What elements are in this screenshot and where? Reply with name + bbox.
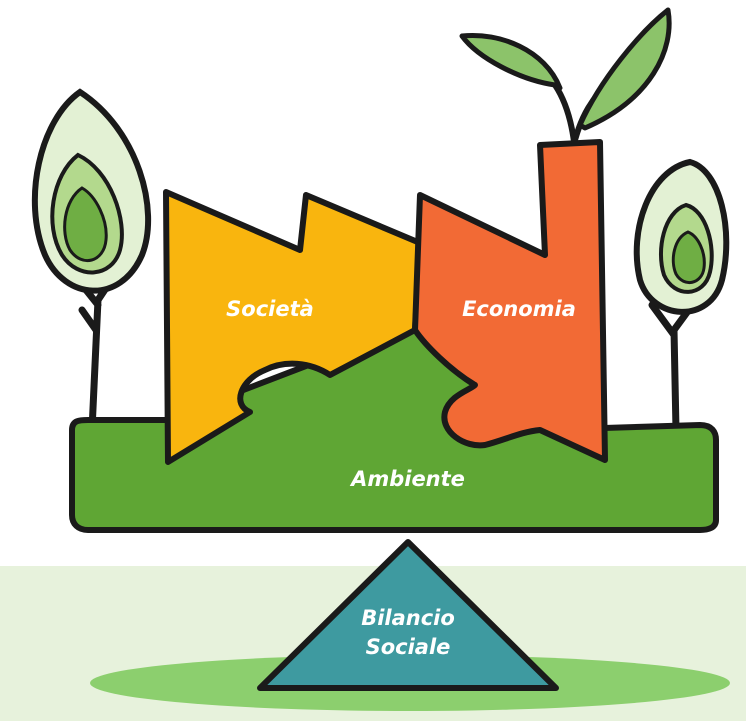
society-label: Società	[226, 297, 314, 321]
environment-label: Ambiente	[349, 467, 465, 491]
tree-icon	[633, 158, 730, 434]
base-label-line2: Sociale	[366, 635, 451, 659]
environment-piece	[69, 327, 719, 533]
balance-base	[257, 539, 559, 691]
base-label-line1: Bilancio	[361, 606, 455, 630]
society-piece	[163, 189, 423, 465]
sprout-icon	[459, 7, 672, 153]
economy-label: Economia	[462, 297, 576, 321]
tree-icon	[31, 88, 152, 434]
economy-piece	[412, 139, 608, 463]
